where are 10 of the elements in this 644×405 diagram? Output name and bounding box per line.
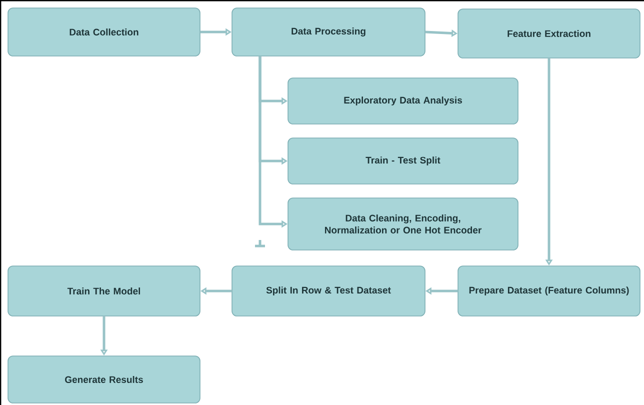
process-box: Data Collection <box>8 8 200 56</box>
process-box: Exploratory Data Analysis <box>288 78 518 124</box>
process-box: Feature Extraction <box>458 8 640 58</box>
process-box: Split In Row & Test Dataset <box>232 266 426 316</box>
process-box: Prepare Dataset (Feature Columns) <box>458 266 640 316</box>
process-box: Train The Model <box>8 266 200 316</box>
process-box: Generate Results <box>8 356 200 404</box>
process-box: Data Cleaning, Encoding, Normalization or One Hot Encoder <box>288 198 518 250</box>
process-box: Train - Test Split <box>288 138 518 184</box>
process-box: Data Processing <box>232 8 426 56</box>
